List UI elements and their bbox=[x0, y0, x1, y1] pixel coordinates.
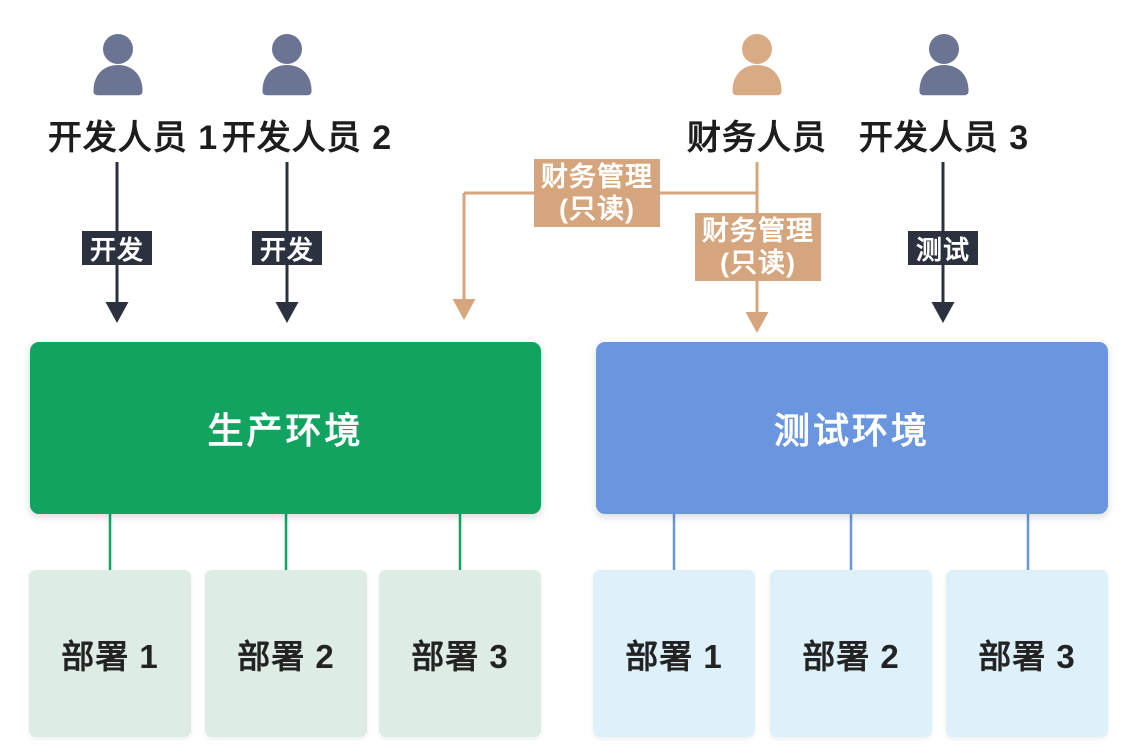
finance-tag-line1: 财务管理 bbox=[702, 216, 814, 246]
test-deployment-2: 部署 2 bbox=[770, 570, 932, 737]
production-deployment-3: 部署 3 bbox=[379, 570, 541, 737]
person-icon bbox=[722, 30, 792, 100]
test-deployment-1: 部署 1 bbox=[593, 570, 755, 737]
finance-tag-line2: (只读) bbox=[720, 248, 796, 278]
action-tag-finance-readonly-test: 财务管理 (只读) bbox=[695, 213, 821, 281]
production-deployment-2: 部署 2 bbox=[205, 570, 367, 737]
person-icon bbox=[83, 30, 153, 100]
action-tag-develop-2: 开发 bbox=[252, 231, 322, 265]
production-deployment-1: 部署 1 bbox=[29, 570, 191, 737]
test-environment-box: 测试环境 bbox=[596, 342, 1108, 514]
finance-tag-line1: 财务管理 bbox=[541, 162, 653, 192]
actor-name-developer2: 开发人员 2 bbox=[221, 119, 393, 157]
action-tag-finance-readonly-production: 财务管理 (只读) bbox=[534, 159, 660, 227]
production-environment-box: 生产环境 bbox=[30, 342, 541, 514]
actor-name-finance: 财务人员 bbox=[687, 119, 827, 157]
person-icon bbox=[909, 30, 979, 100]
actor-name-developer1: 开发人员 1 bbox=[47, 119, 219, 157]
test-deployment-3: 部署 3 bbox=[946, 570, 1108, 737]
action-tag-test: 测试 bbox=[908, 231, 978, 265]
action-tag-develop-1: 开发 bbox=[82, 231, 152, 265]
person-icon bbox=[252, 30, 322, 100]
actor-name-developer3: 开发人员 3 bbox=[858, 119, 1030, 157]
finance-tag-line2: (只读) bbox=[559, 194, 635, 224]
